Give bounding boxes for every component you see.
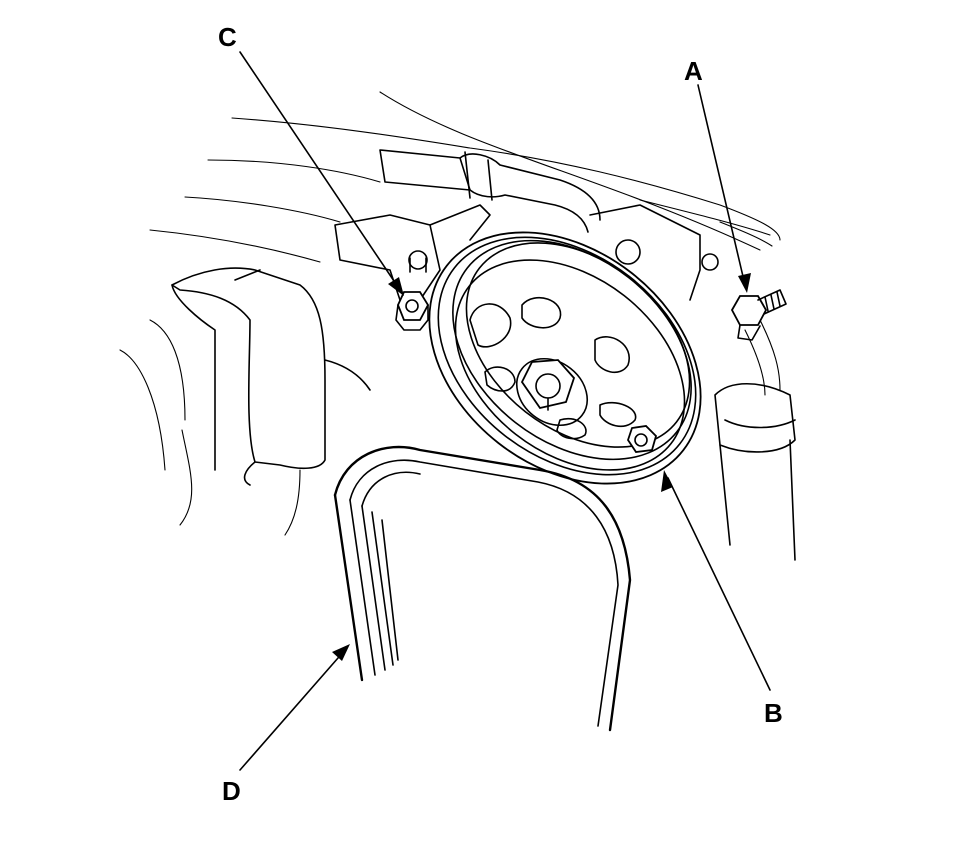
pump-pulley <box>428 231 702 485</box>
leader-lines <box>239 51 771 771</box>
leader-line-d <box>239 649 346 771</box>
callout-label-a: A <box>684 56 703 86</box>
callout-label-d: D <box>222 776 241 806</box>
bolt-b <box>627 425 658 453</box>
pressure-hose <box>379 149 601 233</box>
callout-label-c: C <box>218 22 237 52</box>
drive-belt <box>333 445 632 732</box>
arrowhead-b <box>661 470 673 492</box>
right-hose <box>714 319 796 561</box>
arrowhead-a <box>738 273 751 293</box>
leader-line-c <box>239 51 401 291</box>
engine-background-lines <box>149 91 781 263</box>
leader-line-b <box>667 477 771 691</box>
callout-label-b: B <box>764 698 783 728</box>
arrowhead-c <box>388 277 404 296</box>
leader-line-a <box>697 84 746 286</box>
arrowhead-d <box>332 644 350 661</box>
stud-bolt-a <box>730 289 787 341</box>
return-hose <box>119 267 371 536</box>
bolt-c <box>395 291 430 331</box>
